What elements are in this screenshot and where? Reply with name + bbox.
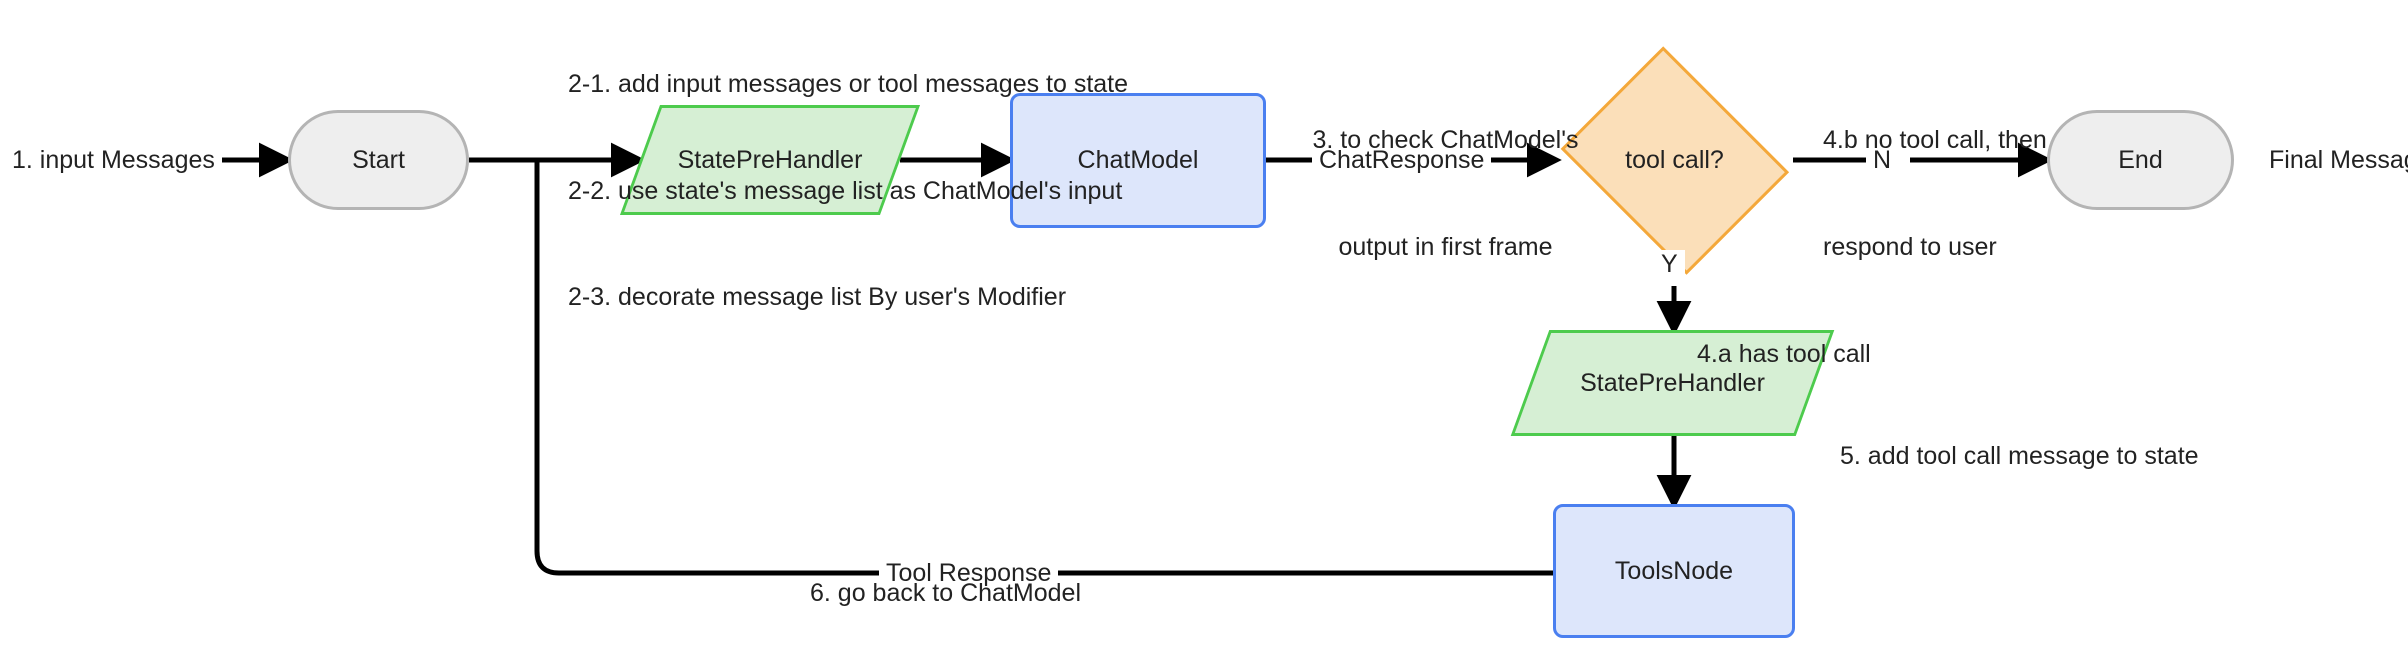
- annotation-step-4b: 4.b no tool call, then respond to user: [1823, 52, 2047, 336]
- edge-label-no-branch: N: [1866, 146, 1899, 175]
- node-end[interactable]: End: [2047, 110, 2234, 210]
- annotation-step-2: 2-1. add input messages or tool messages…: [568, 0, 1128, 387]
- node-state-pre-handler-2[interactable]: StatePreHandler: [1510, 330, 1835, 436]
- annotation-step-6-text: 6. go back to ChatModel: [810, 579, 1081, 607]
- annotation-step-5: 5. add tool call message to state: [1840, 368, 2199, 546]
- node-end-label: End: [2118, 145, 2163, 174]
- annotation-step-4a-text: 4.a has tool call: [1697, 340, 1871, 368]
- node-tools-node[interactable]: ToolsNode: [1553, 504, 1795, 638]
- annotation-step-4a: 4.a has tool call: [1697, 266, 1871, 444]
- annotation-step-5-text: 5. add tool call message to state: [1840, 442, 2199, 470]
- annotation-step-2-line-2: 2-2. use state's message list as ChatMod…: [568, 176, 1123, 205]
- node-start-label: Start: [352, 145, 405, 174]
- annotation-step-2-line-3: 2-3. decorate message list By user's Mod…: [568, 283, 1067, 311]
- node-tool-call-decision[interactable]: tool call?: [1556, 46, 1793, 275]
- node-state-pre-handler-2-label: StatePreHandler: [1580, 368, 1765, 397]
- edge-label-yes-branch: Y: [1654, 250, 1685, 279]
- annotation-step-4b-line-2: respond to user: [1823, 232, 1997, 261]
- node-tools-node-label: ToolsNode: [1614, 556, 1734, 585]
- node-start[interactable]: Start: [288, 110, 469, 210]
- annotation-step-3: 3. to check ChatModel's output in first …: [1303, 52, 1588, 336]
- annotation-step-3-line-1: 3. to check ChatModel's: [1312, 126, 1579, 154]
- edge-label-input-messages: 1. input Messages: [5, 146, 222, 175]
- annotation-step-3-line-2: output in first frame: [1338, 232, 1553, 261]
- node-tool-call-decision-label: tool call?: [1625, 146, 1724, 175]
- annotation-step-4b-line-1: 4.b no tool call, then: [1823, 126, 2047, 154]
- edge-label-final-message: Final Message: [2262, 146, 2408, 175]
- annotation-step-2-line-1: 2-1. add input messages or tool messages…: [568, 70, 1129, 98]
- annotation-step-6: 6. go back to ChatModel: [810, 505, 1081, 648]
